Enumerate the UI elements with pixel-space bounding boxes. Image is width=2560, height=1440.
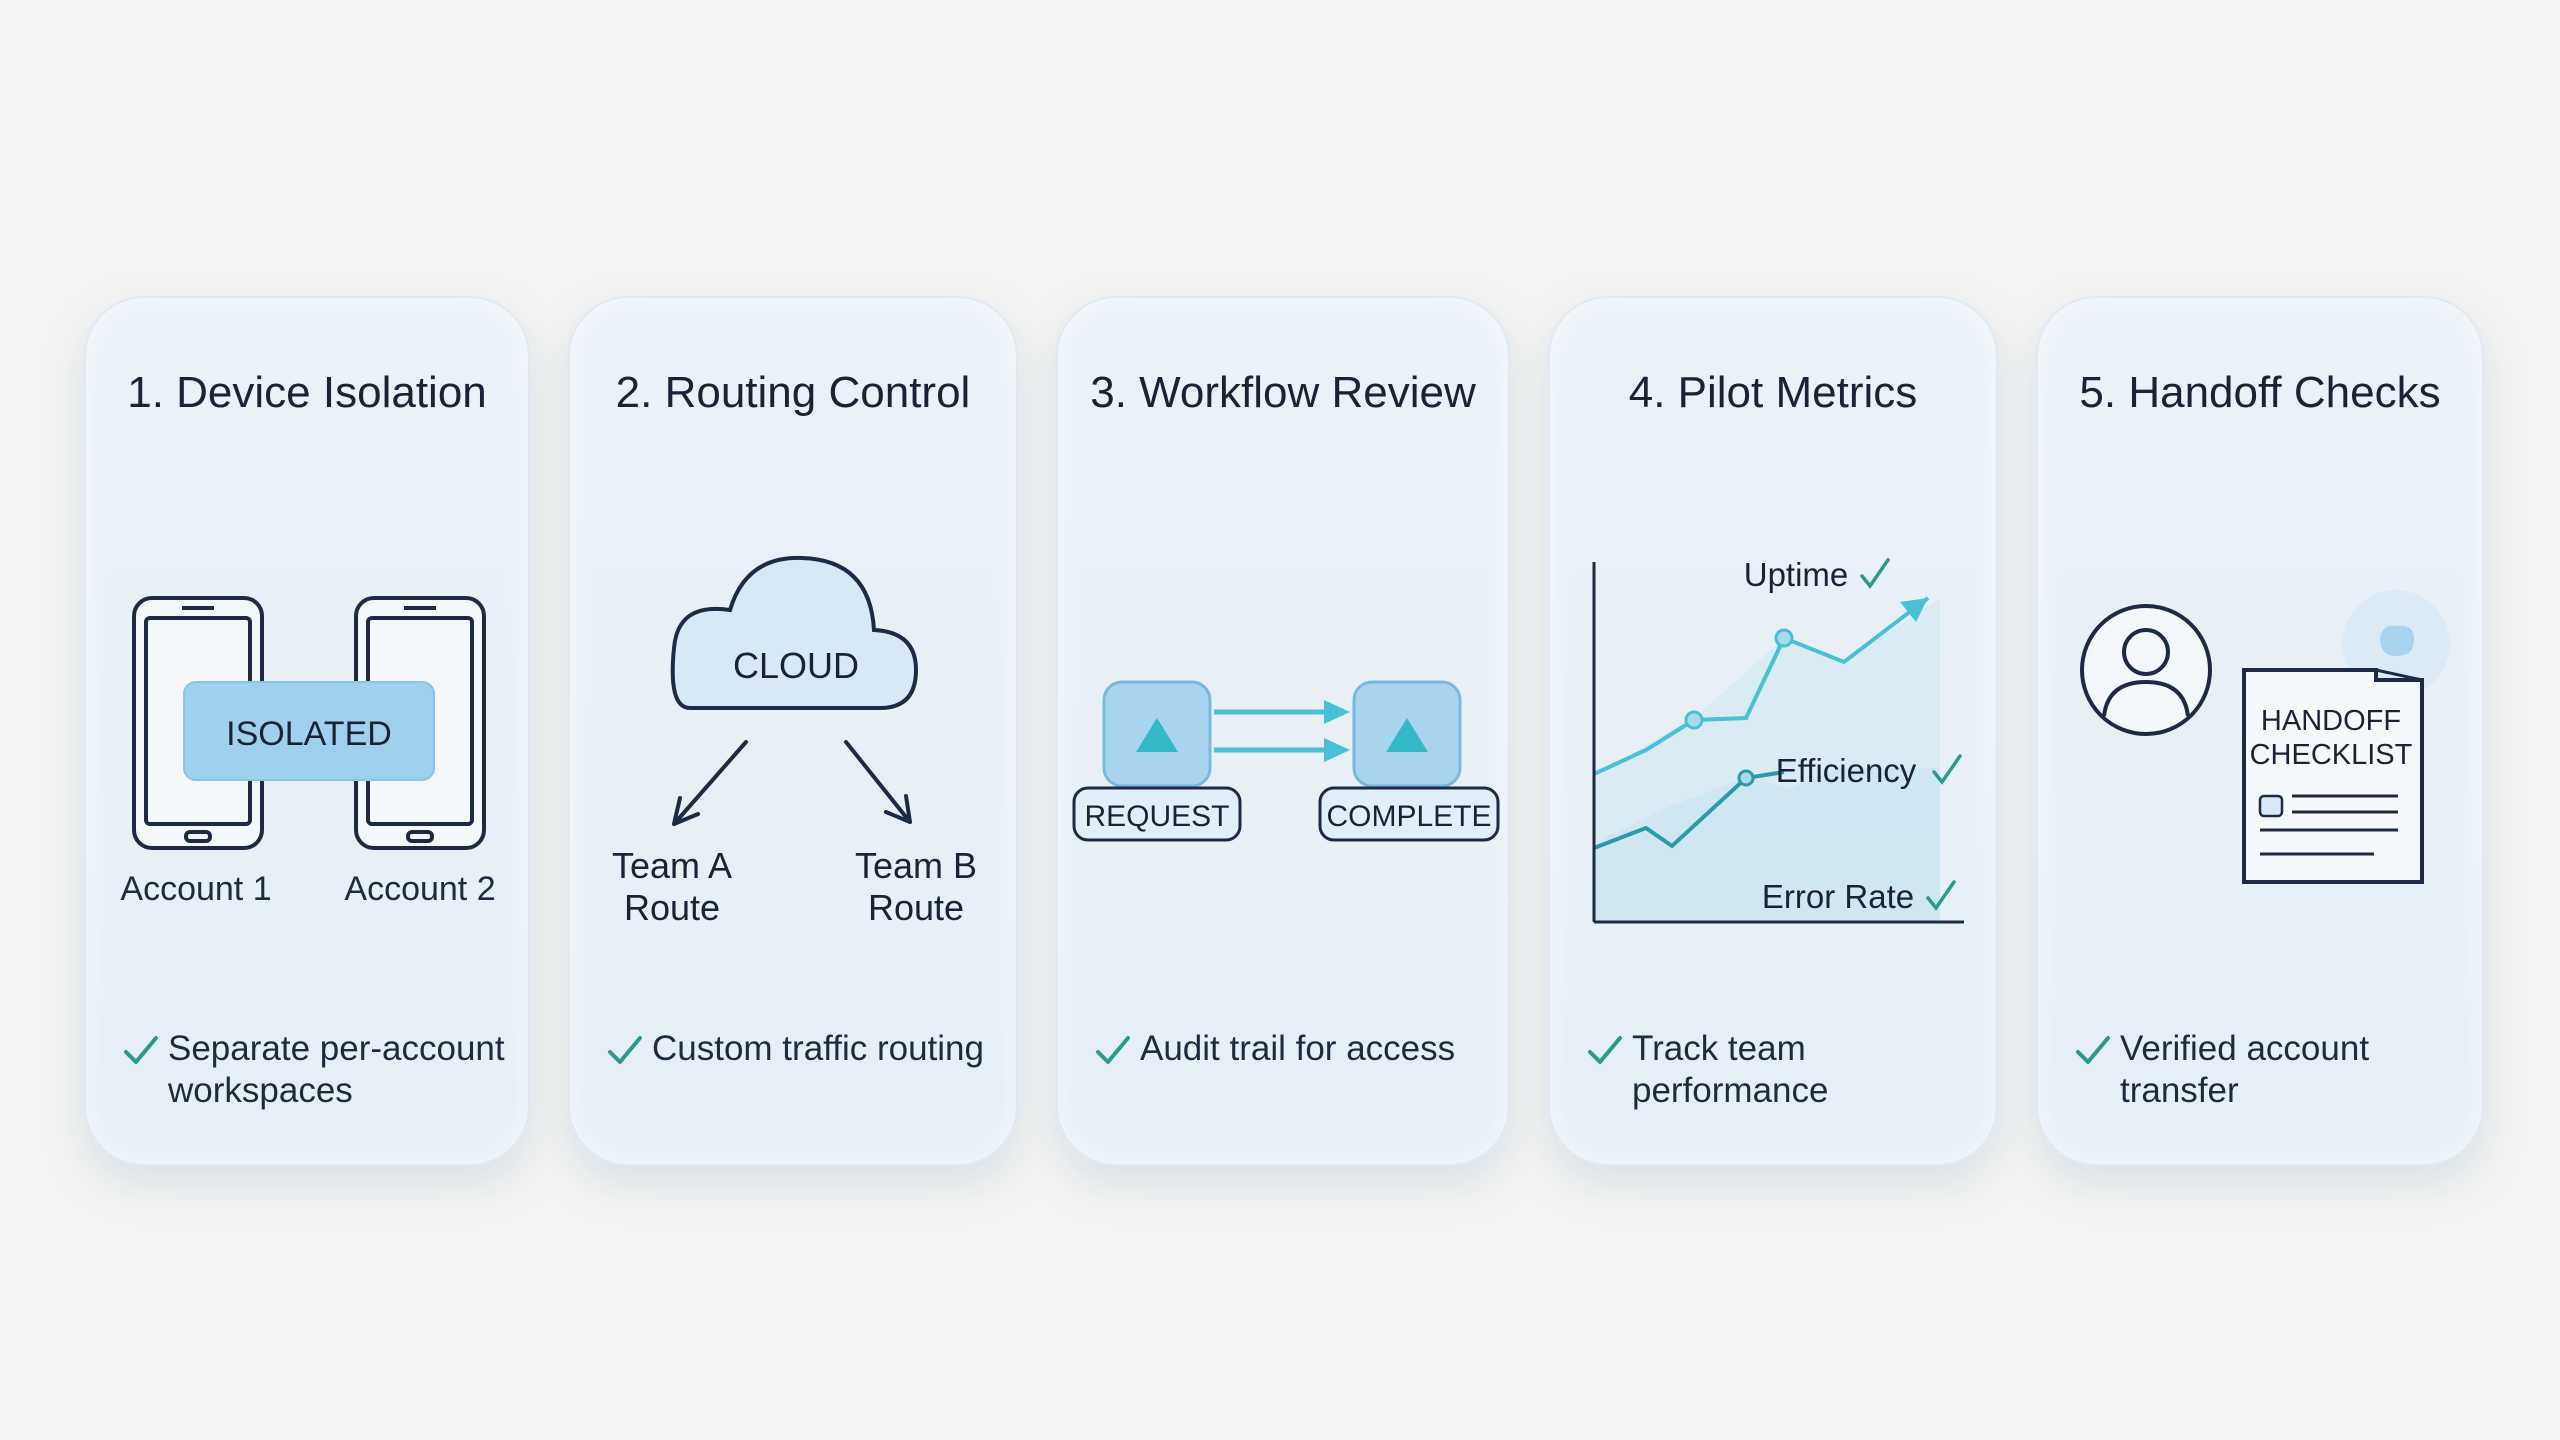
check-icon [1096, 1036, 1130, 1064]
card-workflow-review: 3. Workflow Review REQUEST COMPLETE Audi… [1056, 296, 1510, 1166]
routing-illustration: CLOUD Team A Route Team B Route [612, 555, 977, 928]
request-label: REQUEST [1084, 800, 1229, 833]
feature-row: Track team performance [1586, 1028, 1976, 1112]
feature-text: Audit trail for access [1140, 1029, 1456, 1068]
cloud-label: CLOUD [733, 645, 859, 686]
feature-row: Separate per-account workspaces [122, 1028, 508, 1112]
route-b-line1: Team B [855, 845, 977, 886]
uptime-line [1593, 596, 1930, 776]
complete-label: COMPLETE [1326, 800, 1491, 833]
isolated-badge [183, 681, 435, 781]
card-title: 2. Routing Control [615, 368, 971, 417]
arrow-down-right-icon [844, 740, 912, 824]
check-icon [1932, 754, 1962, 785]
user-avatar-icon [2080, 604, 2212, 736]
card-title: 4. Pilot Metrics [1628, 368, 1918, 417]
card-device-isolation: 1. Device Isolation ISOLATED Account 1 A… [84, 296, 530, 1166]
chat-icon [2380, 625, 2414, 656]
request-label-box [1072, 786, 1242, 842]
checklist-title-line1: HANDOFF [2261, 705, 2401, 737]
feature-text: Verified account transfer [2120, 1029, 2370, 1110]
card-handoff-checks: 5. Handoff Checks HANDOFF CHECKLIST Veri… [2036, 296, 2484, 1166]
account-1-label: Account 1 [120, 870, 271, 908]
checklist-document-icon [2242, 668, 2424, 884]
arrow-right-icon [1214, 700, 1350, 762]
feature-text: Track team performance [1632, 1029, 1829, 1110]
phones-illustration: ISOLATED Account 1 Account 2 [120, 596, 496, 908]
check-icon [1860, 558, 1890, 589]
data-point [1737, 769, 1755, 787]
feature-row: Audit trail for access [1094, 1028, 1488, 1070]
triangle-icon [1386, 718, 1428, 752]
metrics-illustration: Uptime Efficiency Error Rate [1592, 556, 1964, 924]
feature-row: Custom traffic routing [606, 1028, 996, 1070]
route-b-line2: Route [868, 887, 964, 928]
complete-label-box [1318, 786, 1500, 842]
check-icon [2076, 1036, 2110, 1064]
arrow-up-icon [1900, 598, 1928, 622]
workflow-illustration: REQUEST COMPLETE [1072, 680, 1500, 842]
error-rate-label: Error Rate [1762, 878, 1914, 915]
card-title: 1. Device Isolation [127, 368, 487, 417]
route-a-line1: Team A [612, 845, 732, 886]
check-icon [1926, 880, 1956, 911]
card-pilot-metrics: 4. Pilot Metrics Uptime Efficiency Error… [1548, 296, 1998, 1166]
handoff-illustration: HANDOFF CHECKLIST [2080, 590, 2450, 884]
check-icon [1588, 1036, 1622, 1064]
efficiency-line [1593, 770, 1785, 850]
efficiency-label: Efficiency [1776, 752, 1917, 789]
account-2-label: Account 2 [344, 870, 495, 908]
isolated-badge-label: ISOLATED [226, 715, 392, 753]
data-point [1774, 628, 1794, 648]
card-title: 3. Workflow Review [1090, 368, 1476, 417]
card-title: 5. Handoff Checks [2079, 368, 2441, 417]
area-fill [1594, 768, 1940, 922]
feature-text: Custom traffic routing [652, 1029, 984, 1068]
check-icon [608, 1036, 642, 1064]
uptime-label: Uptime [1744, 556, 1849, 593]
cloud-icon [670, 555, 919, 710]
feature-text: Separate per-account workspaces [168, 1029, 505, 1110]
card-routing-control: 2. Routing Control CLOUD Team A Route Te… [568, 296, 1018, 1166]
triangle-icon [1136, 718, 1178, 752]
feature-row: Verified account transfer [2074, 1028, 2462, 1112]
data-point [1684, 710, 1704, 730]
checklist-title-line2: CHECKLIST [2250, 739, 2413, 771]
check-icon [124, 1036, 158, 1064]
arrow-down-left-icon [672, 740, 748, 826]
route-a-line2: Route [624, 887, 720, 928]
